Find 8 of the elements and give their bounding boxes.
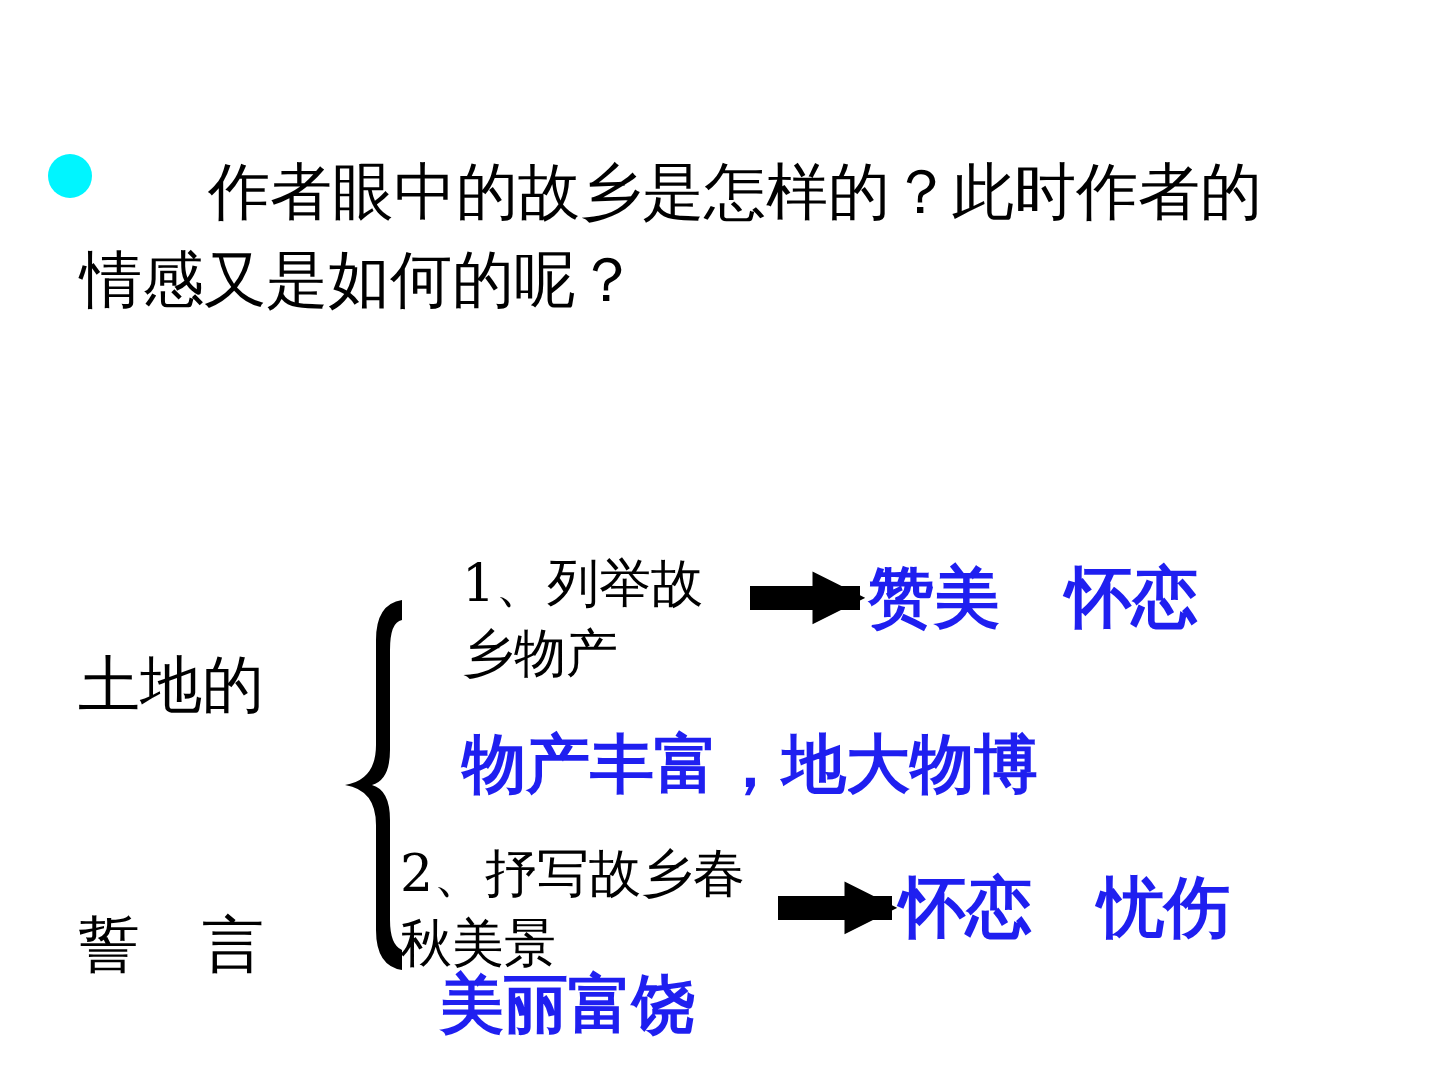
item-text: 1、列举故乡物产 (462, 548, 742, 688)
arrow (750, 571, 866, 625)
arrow (778, 881, 898, 935)
title-fragment: 土地的 (78, 647, 264, 723)
emotion-text: 赞美 怀恋 (868, 555, 1198, 641)
summary-text: 物产丰富，地大物博 (462, 725, 1038, 803)
question-heading: 作者眼中的故乡是怎样的？此时作者的情感又是如何的呢？ (80, 154, 1263, 318)
title-fragment: 誓 言 (78, 907, 264, 983)
